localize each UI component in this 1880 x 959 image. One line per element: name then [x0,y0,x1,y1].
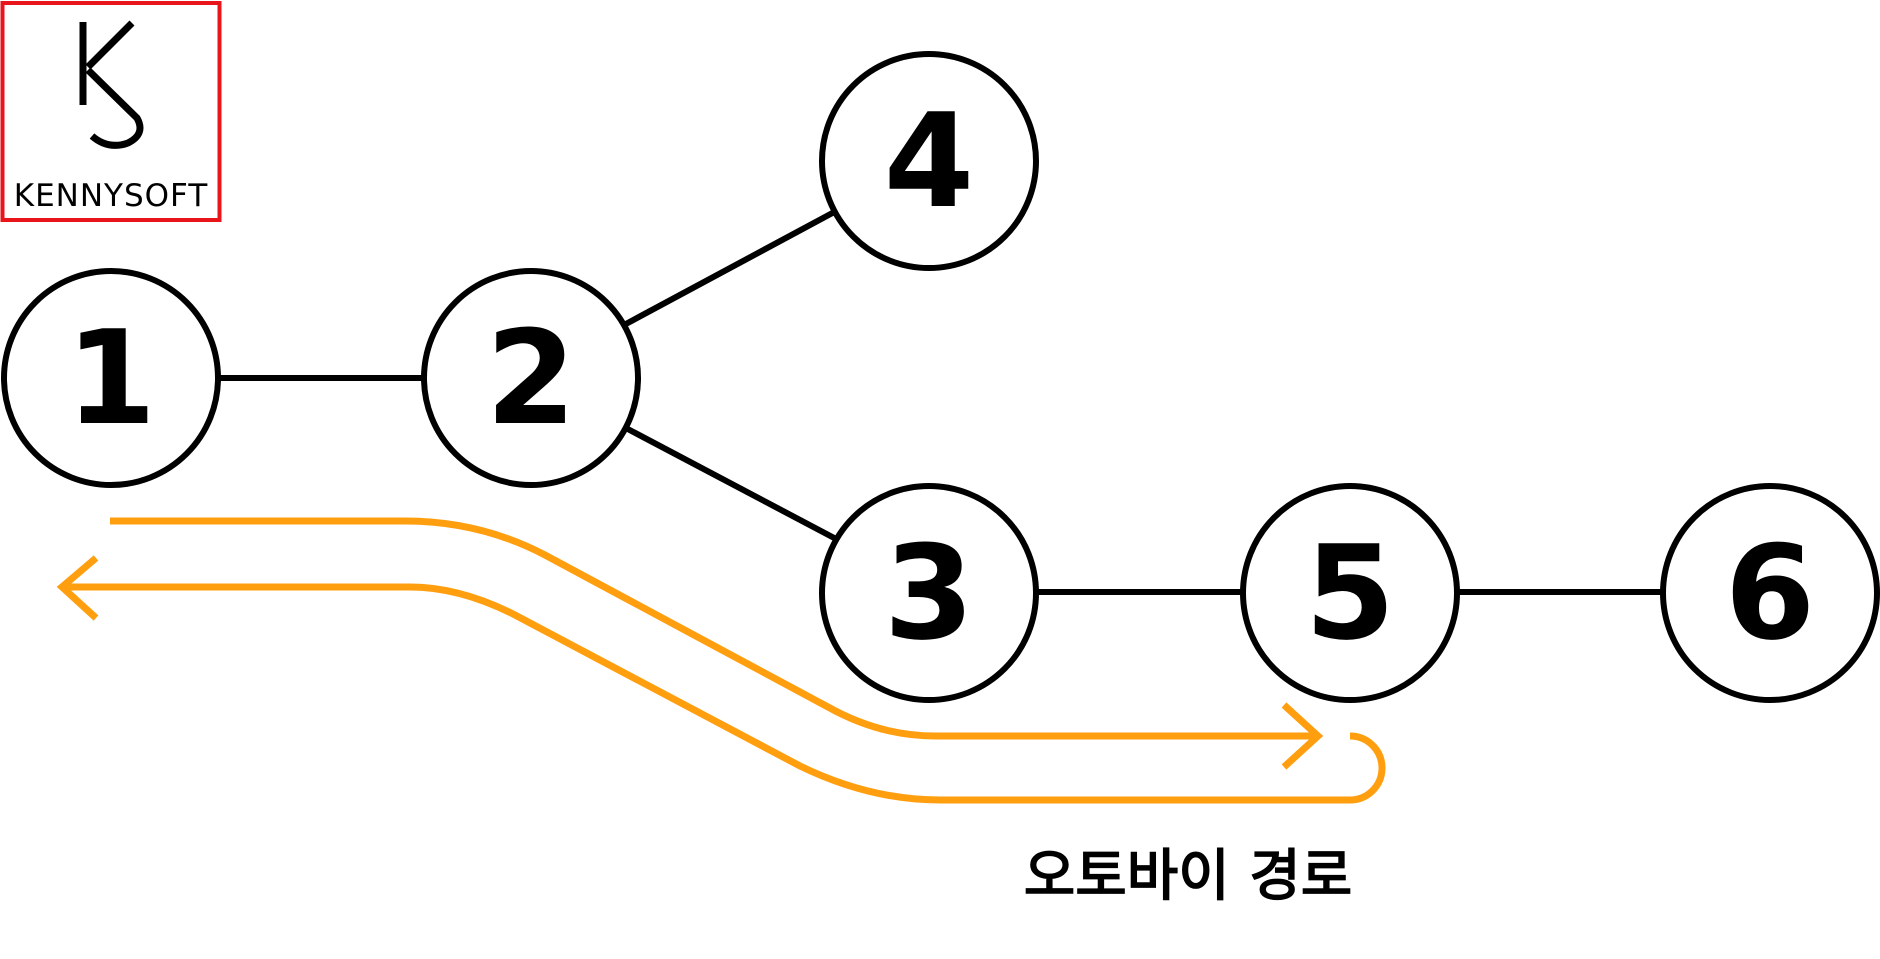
route-return-arrowhead-icon [56,555,99,621]
node-label: 3 [884,517,974,669]
kennysoft-logo: KENNYSOFT [0,1,222,222]
route-caption: 오토바이 경로 [1024,844,1353,909]
node-4: 4 [819,51,1039,271]
route-outbound-line [110,517,1318,740]
node-label: 4 [884,85,974,237]
kennysoft-k-mark-icon [79,20,144,149]
node-6: 6 [1660,483,1880,703]
node-label: 2 [486,302,576,454]
edge-2-3 [622,424,840,543]
node-label: 6 [1725,517,1815,669]
node-5: 5 [1240,483,1460,703]
edges [218,207,1664,595]
edge-2-4 [622,207,840,328]
node-1: 1 [1,268,221,488]
logo-name: KENNYSOFT [14,178,209,214]
node-3: 3 [819,483,1039,703]
route-return-line [62,583,1386,804]
motorcycle-route [56,517,1386,804]
node-label: 5 [1305,517,1395,669]
route-outbound-arrowhead-icon [1281,702,1324,770]
node-2: 2 [421,268,641,488]
node-label: 1 [66,302,156,454]
